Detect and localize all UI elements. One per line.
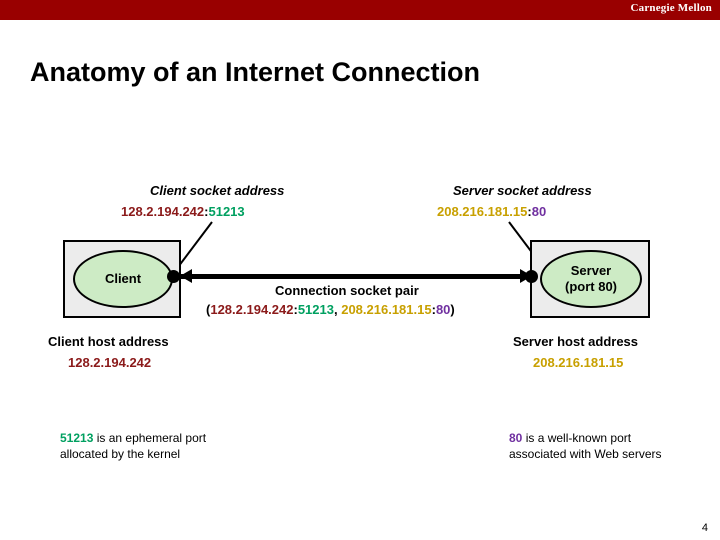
server-port-note-text: is a well-known port: [522, 431, 632, 445]
client-socket-port: 51213: [208, 204, 245, 219]
client-node-label: Client: [104, 271, 142, 286]
server-node-ellipse: Server (port 80): [540, 250, 642, 308]
client-socket-address-value: 128.2.194.242:51213: [121, 204, 245, 219]
client-node-ellipse: Client: [73, 250, 173, 308]
server-node-label: Server (port 80): [565, 263, 617, 295]
client-socket-endpoint-dot: [167, 270, 180, 283]
client-socket-colon: :: [204, 204, 209, 219]
client-port-note-text-line2: allocated by the kernel: [60, 447, 181, 461]
server-socket-address-caption: Server socket address: [453, 183, 592, 198]
page-title: Anatomy of an Internet Connection: [30, 57, 481, 87]
pair-comma: ,: [333, 302, 342, 317]
connection-arrow-line: [181, 274, 531, 279]
server-socket-port: 80: [531, 204, 547, 219]
server-socket-colon: :: [527, 204, 532, 219]
page-number: 4: [701, 522, 708, 534]
client-socket-address-caption: Client socket address: [150, 183, 285, 198]
pair-client-ip: 128.2.194.242: [210, 302, 294, 317]
server-port-note-port: 80: [509, 431, 523, 445]
server-socket-ip: 208.216.181.15: [437, 204, 528, 219]
university-brand-label: Carnegie Mellon: [630, 2, 712, 14]
server-port-note: 80 is a well-known port associated with …: [509, 430, 662, 462]
client-socket-ip: 128.2.194.242: [121, 204, 205, 219]
pair-open-paren: (: [206, 302, 211, 317]
server-socket-address-value: 208.216.181.15:80: [437, 204, 546, 219]
server-port-note-text-line2: associated with Web servers: [509, 447, 662, 461]
server-host-address-value: 208.216.181.15: [533, 355, 624, 370]
client-host-address-caption: Client host address: [48, 334, 169, 349]
pair-close-paren: ): [450, 302, 455, 317]
pair-server-ip: 208.216.181.15: [341, 302, 432, 317]
pair-server-port: 80: [435, 302, 451, 317]
pair-client-colon: :: [293, 302, 298, 317]
connection-socket-pair-value: (128.2.194.242:51213, 208.216.181.15:80): [206, 302, 455, 317]
client-port-note-text: is an ephemeral port: [93, 431, 207, 445]
client-port-note: 51213 is an ephemeral port allocated by …: [60, 430, 206, 462]
server-node-label-line2: (port 80): [565, 279, 617, 294]
pair-client-port: 51213: [297, 302, 334, 317]
client-port-note-port: 51213: [60, 431, 94, 445]
client-host-address-value: 128.2.194.242: [68, 355, 152, 370]
connection-arrow-head-left: [180, 269, 192, 283]
server-node-label-line1: Server: [570, 263, 612, 278]
server-socket-endpoint-dot: [525, 270, 538, 283]
server-host-address-caption: Server host address: [513, 334, 639, 349]
header-bar: [0, 0, 720, 20]
connection-socket-pair-caption: Connection socket pair: [275, 283, 419, 298]
pair-server-colon: :: [431, 302, 436, 317]
